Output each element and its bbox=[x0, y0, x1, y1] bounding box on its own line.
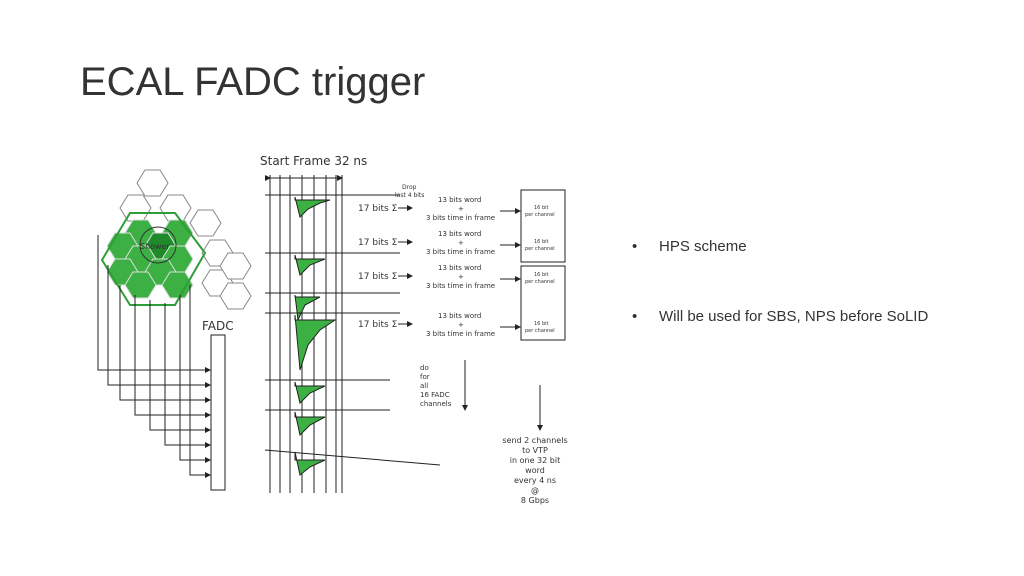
bullet-dot: • bbox=[632, 238, 638, 255]
box-channel-label: per channel bbox=[525, 279, 555, 285]
pulse-traces bbox=[264, 194, 441, 476]
box-channel-label: per channel bbox=[525, 246, 555, 252]
time-label: 3 bits time in frame bbox=[426, 248, 495, 256]
sum-label: 17 bits Σ bbox=[358, 238, 398, 248]
shower-label: Shower bbox=[140, 242, 171, 251]
plus-label: + bbox=[458, 239, 464, 247]
start-frame-label: Start Frame 32 ns bbox=[260, 154, 367, 168]
repeat-line: channels bbox=[420, 400, 452, 408]
send-line: word bbox=[525, 466, 545, 475]
box-channel-label: per channel bbox=[525, 328, 555, 334]
send-line: every 4 ns bbox=[514, 476, 556, 485]
sum-row-2: 17 bits Σ 13 bits word + 3 bits time in … bbox=[358, 230, 521, 256]
sum-label: 17 bits Σ bbox=[358, 320, 398, 330]
bullet-list: • HPS scheme • Will be used for SBS, NPS… bbox=[632, 238, 1012, 330]
word-label: 13 bits word bbox=[438, 312, 481, 320]
trigger-diagram: Shower FADC Start Frame 32 ns bbox=[97, 154, 568, 505]
box-bit-label: 16 bit bbox=[534, 321, 549, 327]
slide-title: ECAL FADC trigger bbox=[80, 60, 426, 104]
send-note: send 2 channels to VTP in one 32 bit wor… bbox=[502, 436, 567, 505]
sum-row-1: 17 bits Σ 13 bits word + 3 bits time in … bbox=[358, 196, 521, 222]
fadc-label: FADC bbox=[202, 319, 234, 333]
fadc-box bbox=[210, 334, 226, 491]
box-channel-label: per channel bbox=[525, 212, 555, 218]
repeat-line: all bbox=[420, 382, 428, 390]
ecal-hexagon-array bbox=[100, 169, 252, 310]
send-line: to VTP bbox=[522, 446, 548, 455]
bullet-text: Will be used for SBS, NPS before SoLID bbox=[659, 308, 929, 325]
inner-hexagons bbox=[106, 219, 194, 299]
shower-circle bbox=[139, 226, 177, 264]
box-bit-label: 16 bit bbox=[534, 272, 549, 278]
box-labels: 16 bit per channel 16 bit per channel 16… bbox=[525, 205, 555, 334]
send-line: 8 Gbps bbox=[521, 496, 549, 505]
send-line: @ bbox=[531, 486, 539, 495]
cluster-outline bbox=[100, 212, 207, 306]
sum-label: 17 bits Σ bbox=[358, 272, 398, 282]
repeat-line: for bbox=[420, 373, 430, 381]
repeat-line: 16 FADC bbox=[420, 391, 450, 399]
box-bit-label: 16 bit bbox=[534, 205, 549, 211]
bullet-dot: • bbox=[632, 308, 638, 325]
word-label: 13 bits word bbox=[438, 264, 481, 272]
plus-label: + bbox=[458, 273, 464, 281]
bullet-item: • HPS scheme bbox=[632, 238, 1012, 260]
plus-label: + bbox=[458, 205, 464, 213]
send-line: in one 32 bit bbox=[510, 456, 560, 465]
bullet-text: HPS scheme bbox=[659, 238, 747, 255]
repeat-line: do bbox=[420, 364, 429, 372]
bullet-item: • Will be used for SBS, NPS before SoLID bbox=[632, 308, 1012, 330]
drop-label: Drop bbox=[402, 184, 417, 191]
output-boxes bbox=[520, 189, 566, 341]
plus-label: + bbox=[458, 321, 464, 329]
send-line: send 2 channels bbox=[502, 436, 567, 445]
time-label: 3 bits time in frame bbox=[426, 214, 495, 222]
sum-row-4: 17 bits Σ 13 bits word + 3 bits time in … bbox=[358, 312, 521, 338]
drop-bits-label: last 4 bits bbox=[395, 192, 424, 199]
repeat-note: do for all 16 FADC channels bbox=[420, 364, 452, 408]
sum-label: 17 bits Σ bbox=[358, 204, 398, 214]
time-label: 3 bits time in frame bbox=[426, 282, 495, 290]
sum-row-3: 17 bits Σ 13 bits word + 3 bits time in … bbox=[358, 264, 521, 290]
outer-hexagons bbox=[119, 169, 252, 310]
time-label: 3 bits time in frame bbox=[426, 330, 495, 338]
box-bit-label: 16 bit bbox=[534, 239, 549, 245]
channel-feed-lines bbox=[97, 235, 211, 478]
word-label: 13 bits word bbox=[438, 230, 481, 238]
word-label: 13 bits word bbox=[438, 196, 481, 204]
